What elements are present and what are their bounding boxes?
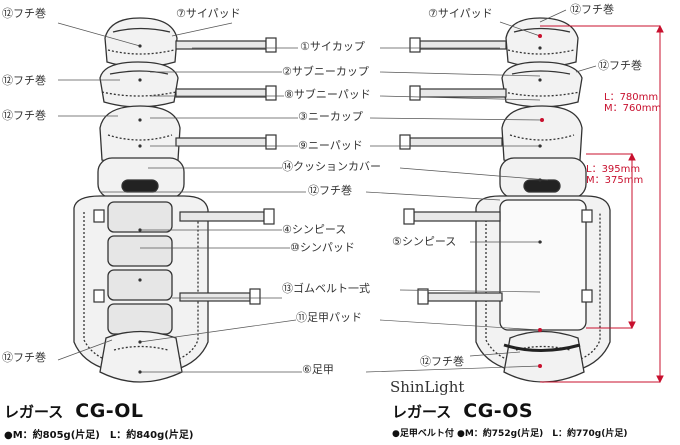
- product-code-left: CG-OL: [75, 400, 144, 422]
- label-sub-knee-pad: ⑧サブニーパッド: [284, 88, 371, 101]
- leader-lines: [57, 9, 597, 373]
- label-fuchimaki-br: ⑫フチ巻: [420, 355, 464, 368]
- label-thigh-cup: ①サイカップ: [300, 40, 365, 53]
- reference-dots: [138, 44, 542, 374]
- label-fuchimaki-r2: ⑫フチ巻: [598, 59, 642, 72]
- measure-total-m: M：760mm: [604, 103, 662, 114]
- product-code-right: CG-OS: [463, 400, 534, 422]
- measure-shin-l: L：395mm: [586, 164, 641, 175]
- label-fuchimaki-bl: ⑫フチ巻: [2, 351, 46, 364]
- measure-dots: [538, 34, 544, 368]
- label-fuchimaki-l3: ⑫フチ巻: [2, 109, 46, 122]
- product-title-cg-os: レガース CG-OS: [392, 400, 533, 422]
- product-spec-right: ●足甲ベルト付 ●M：約752g(片足) L：約770g(片足): [392, 429, 628, 439]
- measure-shin: L：395mm M：375mm: [586, 164, 643, 186]
- label-fuchimaki-l2: ⑫フチ巻: [2, 74, 46, 87]
- measurement-lines: [540, 24, 664, 384]
- measure-shin-m: M：375mm: [586, 175, 644, 186]
- label-fuchimaki-tl: ⑫フチ巻: [2, 7, 46, 20]
- right-straps: [399, 37, 593, 305]
- label-shin-pad: ⑩シンパッド: [290, 241, 355, 254]
- label-thigh-pad-left: ⑦サイパッド: [176, 7, 241, 20]
- brand-shinlight: ShinLight: [390, 378, 465, 396]
- measure-total-l: L：780mm: [604, 92, 659, 103]
- product-spec-left: ●M：約805g(片足) L：約840g(片足): [4, 430, 194, 441]
- product-name-left: レガース: [4, 403, 64, 421]
- label-knee-pad: ⑨ニーパッド: [298, 139, 363, 152]
- label-shin-piece-5: ⑤シンピース: [392, 235, 457, 248]
- leg-guard-cg-os: [475, 17, 611, 383]
- label-knee-cup: ③ニーカップ: [298, 110, 363, 123]
- label-shin-piece-4: ④シンピース: [282, 223, 347, 236]
- label-sub-knee-cup: ②サブニーカップ: [282, 65, 369, 78]
- measure-total: L：780mm M：760mm: [604, 92, 661, 114]
- leg-guard-cg-ol: [73, 17, 209, 383]
- product-title-cg-ol: レガース CG-OL: [4, 400, 143, 422]
- label-rubber-belt: ⑬ゴムベルト一式: [282, 282, 370, 295]
- label-thigh-pad-right: ⑦サイパッド: [428, 7, 493, 20]
- label-fuchimaki-center: ⑫フチ巻: [308, 184, 352, 197]
- label-fuchimaki-tr: ⑫フチ巻: [570, 3, 614, 16]
- label-cushion-cover: ⑭クッションカバー: [282, 160, 381, 173]
- label-foot-guard: ⑥足甲: [302, 363, 334, 376]
- label-foot-pad: ⑪足甲パッド: [296, 311, 362, 324]
- product-name-right: レガース: [392, 403, 452, 421]
